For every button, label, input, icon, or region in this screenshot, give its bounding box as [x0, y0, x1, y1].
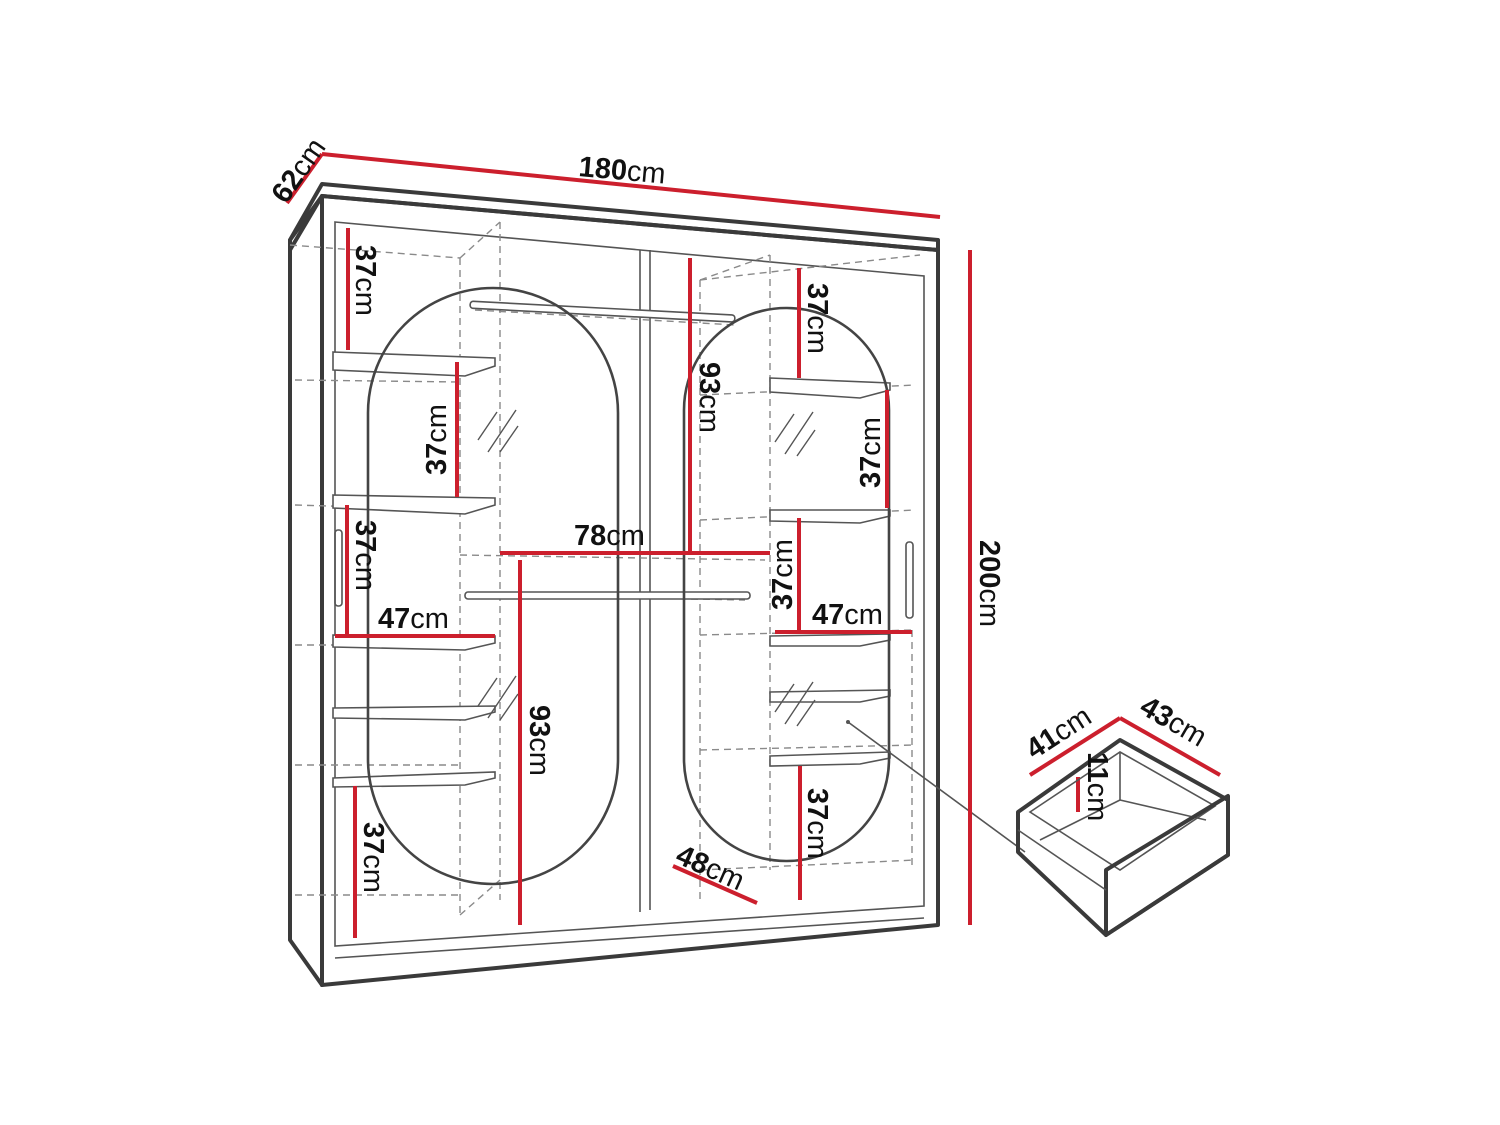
right-door-handle [905, 541, 914, 619]
left-shelf-2 [332, 494, 496, 515]
drawer-outline [1016, 738, 1230, 937]
left-shelf-1 [332, 351, 496, 377]
right-gap-4-label: 37cm [801, 788, 833, 859]
glint-icon [477, 411, 498, 441]
left-gap-1-label: 37cm [349, 245, 381, 316]
right-shelf-1 [769, 377, 891, 399]
wardrobe-left-side [288, 194, 324, 987]
drawer-front-panel [1104, 794, 1230, 937]
drawer-depth-label: 43cm [1135, 690, 1212, 753]
rail-width-label: 78cm [574, 520, 645, 552]
wardrobe-body [288, 182, 940, 987]
left-gap-3-label: 37cm [349, 520, 381, 591]
door-depth-line [672, 864, 758, 905]
wardrobe-inner-frame [334, 221, 925, 947]
width-dim-line [321, 152, 941, 219]
left-shelf-width-label: 47cm [378, 603, 449, 635]
depth-dim-line [285, 152, 324, 205]
dimension-lines [285, 152, 1221, 938]
lower-hanging-rail [464, 591, 751, 600]
right-shelf-width-label: 47cm [812, 599, 883, 631]
height-label: 200cm [973, 540, 1005, 627]
right-shelf-2 [769, 509, 891, 524]
drawer-leader-line [847, 721, 1026, 853]
right-gap-1-label: 37cm [801, 283, 833, 354]
left-mirror [366, 286, 620, 886]
left-shelf-5 [332, 771, 496, 788]
middle-upper-height-label: 93cm [693, 362, 725, 433]
left-door-handle [334, 529, 343, 607]
drawer-inner-top [1028, 751, 1217, 871]
drawer [1016, 738, 1230, 937]
right-shelf-4 [769, 689, 891, 703]
drawer-width-line [1028, 716, 1122, 777]
drawer-height-label: 11cm [1081, 752, 1113, 821]
glint-icon [774, 413, 795, 443]
left-mirror-height-label: 93cm [523, 705, 555, 776]
right-mirror [682, 306, 891, 863]
wardrobe-front-frame [320, 194, 940, 987]
plinth-line [334, 917, 925, 959]
left-gap-2-label: 37cm [421, 404, 453, 475]
mirrors [366, 286, 891, 886]
left-gap-4-label: 37cm [357, 822, 389, 893]
right-shelf-5 [769, 751, 891, 767]
right-shelf-3 [769, 633, 891, 647]
leader-dot [846, 720, 850, 724]
glint-icon [477, 677, 498, 707]
right-gap-2-label: 37cm [855, 417, 887, 488]
glint-icon [774, 683, 795, 713]
right-gap-3-label: 37cm [767, 539, 799, 610]
dimension-labels: 180cm 62cm 200cm 37cm 37cm 37cm 47cm 37c… [266, 133, 1212, 898]
width-label: 180cm [577, 151, 667, 190]
shelves [332, 300, 891, 788]
upper-hanging-rail [469, 300, 736, 323]
left-shelf-4 [332, 705, 496, 721]
drawer-depth-line [1119, 716, 1221, 777]
